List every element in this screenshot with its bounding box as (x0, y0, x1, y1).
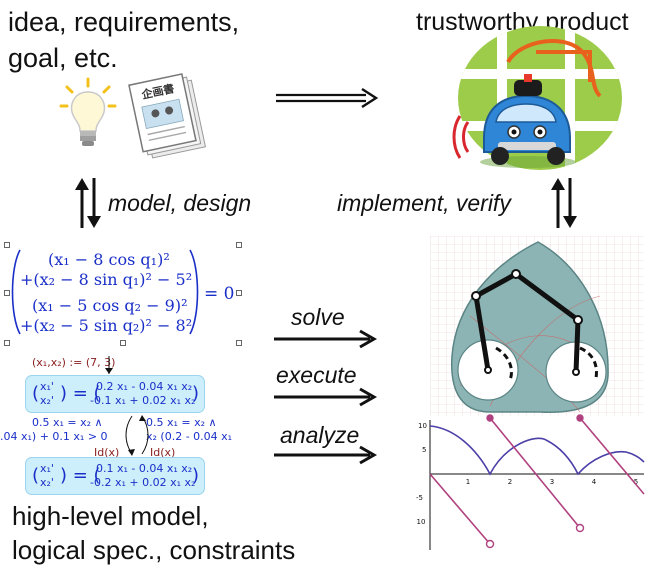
guard-left-line2: .04 x₁) + 0.1 x₁ > 0 (0, 430, 108, 443)
document-title: 企画書 (139, 81, 175, 102)
analyze-arrow (274, 445, 378, 465)
equation-row-4: +(x₂ − 5 sin q₂)² − 8² (20, 316, 193, 335)
implement-verify-label: implement, verify (337, 190, 511, 216)
analyze-label: analyze (280, 422, 360, 448)
selection-handle (236, 242, 242, 248)
planning-document-icon: 企画書 (128, 73, 207, 159)
solve-arrow (274, 329, 378, 349)
model-spec-label-line2: logical spec., constraints (12, 535, 296, 565)
execute-arrow (274, 387, 378, 407)
robot-arm-workspace-plot (430, 236, 644, 416)
refine-double-arrow (276, 87, 379, 109)
y-tick-5: 5 (422, 446, 426, 454)
selection-handle (236, 340, 242, 346)
mode-1-equals: ) = ( (60, 383, 101, 404)
selection-handle (4, 290, 10, 296)
selection-handle (120, 340, 126, 346)
mode-2-open-paren: ( (32, 465, 40, 486)
guard-right-line2: x₂ (0.2 - 0.04 x₁ (146, 430, 233, 443)
left-paren (11, 249, 21, 335)
execute-label: execute (276, 362, 357, 388)
selection-handle (236, 290, 242, 296)
guard-left-line1: 0.5 x₁ = x₂ ∧ (32, 416, 103, 429)
mode-transition-arrows (125, 415, 149, 456)
selection-handle (4, 242, 10, 248)
mode-2-close-paren: ) (192, 465, 200, 486)
mode-2-rhs-top: 0.1 x₁ - 0.04 x₁ x₂ (96, 462, 193, 475)
x-tick-1: 1 (466, 478, 470, 486)
model-design-label: model, design (108, 190, 252, 216)
equation-row-2: +(x₂ − 8 sin q₁)² − 5² (20, 270, 193, 289)
init-arrow (105, 356, 113, 374)
mode-2-equals: ) = ( (60, 465, 101, 486)
model-spec-label-line1: high-level model, (12, 501, 209, 531)
mode-2-rhs-bottom: -0.2 x₁ + 0.02 x₁ x₂ (90, 476, 196, 489)
requirements-label-line2: goal, etc. (8, 43, 118, 73)
lightbulb-icon (59, 77, 117, 146)
reset-right: Id(x) (150, 446, 176, 459)
guard-right-line1: 0.5 x₁ = x₂ ∧ (146, 416, 217, 429)
equation-row-3: (x₁ − 5 cos q₂ − 9)² (32, 296, 188, 315)
mode-1-lhs-top: x₁' (40, 380, 54, 393)
x-tick-5: 5 (634, 478, 638, 486)
mode-2-box (25, 457, 205, 495)
selection-handle (4, 340, 10, 346)
x-tick-2: 2 (508, 478, 512, 486)
trajectory-plot: 1 2 3 4 5 10 5 -5 -10 (416, 414, 645, 550)
solve-label: solve (291, 304, 345, 330)
mode-2-lhs-bottom: x₂' (40, 476, 54, 489)
x-tick-4: 4 (592, 478, 597, 486)
right-paren (189, 249, 199, 335)
equation-rhs: = 0 (204, 284, 235, 304)
mode-1-box (25, 375, 205, 413)
mode-2-lhs-top: x₁' (40, 462, 54, 475)
mode-1-open-paren: ( (32, 383, 40, 404)
reset-left: Id(x) (94, 446, 120, 459)
mode-1-rhs-top: 0.2 x₁ - 0.04 x₁ x₂ (96, 380, 193, 393)
initial-condition: (x₁,x₂) := (7, 3) (32, 356, 116, 369)
y-tick-neg5: -5 (416, 494, 423, 502)
y-tick-10: 10 (418, 422, 427, 430)
mode-1-lhs-bottom: x₂' (40, 394, 54, 407)
requirements-label-line1: idea, requirements, (8, 7, 240, 37)
equation-row-1: (x₁ − 8 cos q₁)² (48, 250, 170, 269)
autonomous-car-map-icon (452, 26, 622, 170)
mode-1-close-paren: ) (192, 383, 200, 404)
x-tick-3: 3 (550, 478, 554, 486)
y-tick-neg10: -10 (416, 518, 425, 526)
model-design-arrows (75, 178, 101, 228)
mode-1-rhs-bottom: -0.1 x₁ + 0.02 x₁ x₂ (90, 394, 196, 407)
implement-verify-arrows (551, 178, 577, 228)
